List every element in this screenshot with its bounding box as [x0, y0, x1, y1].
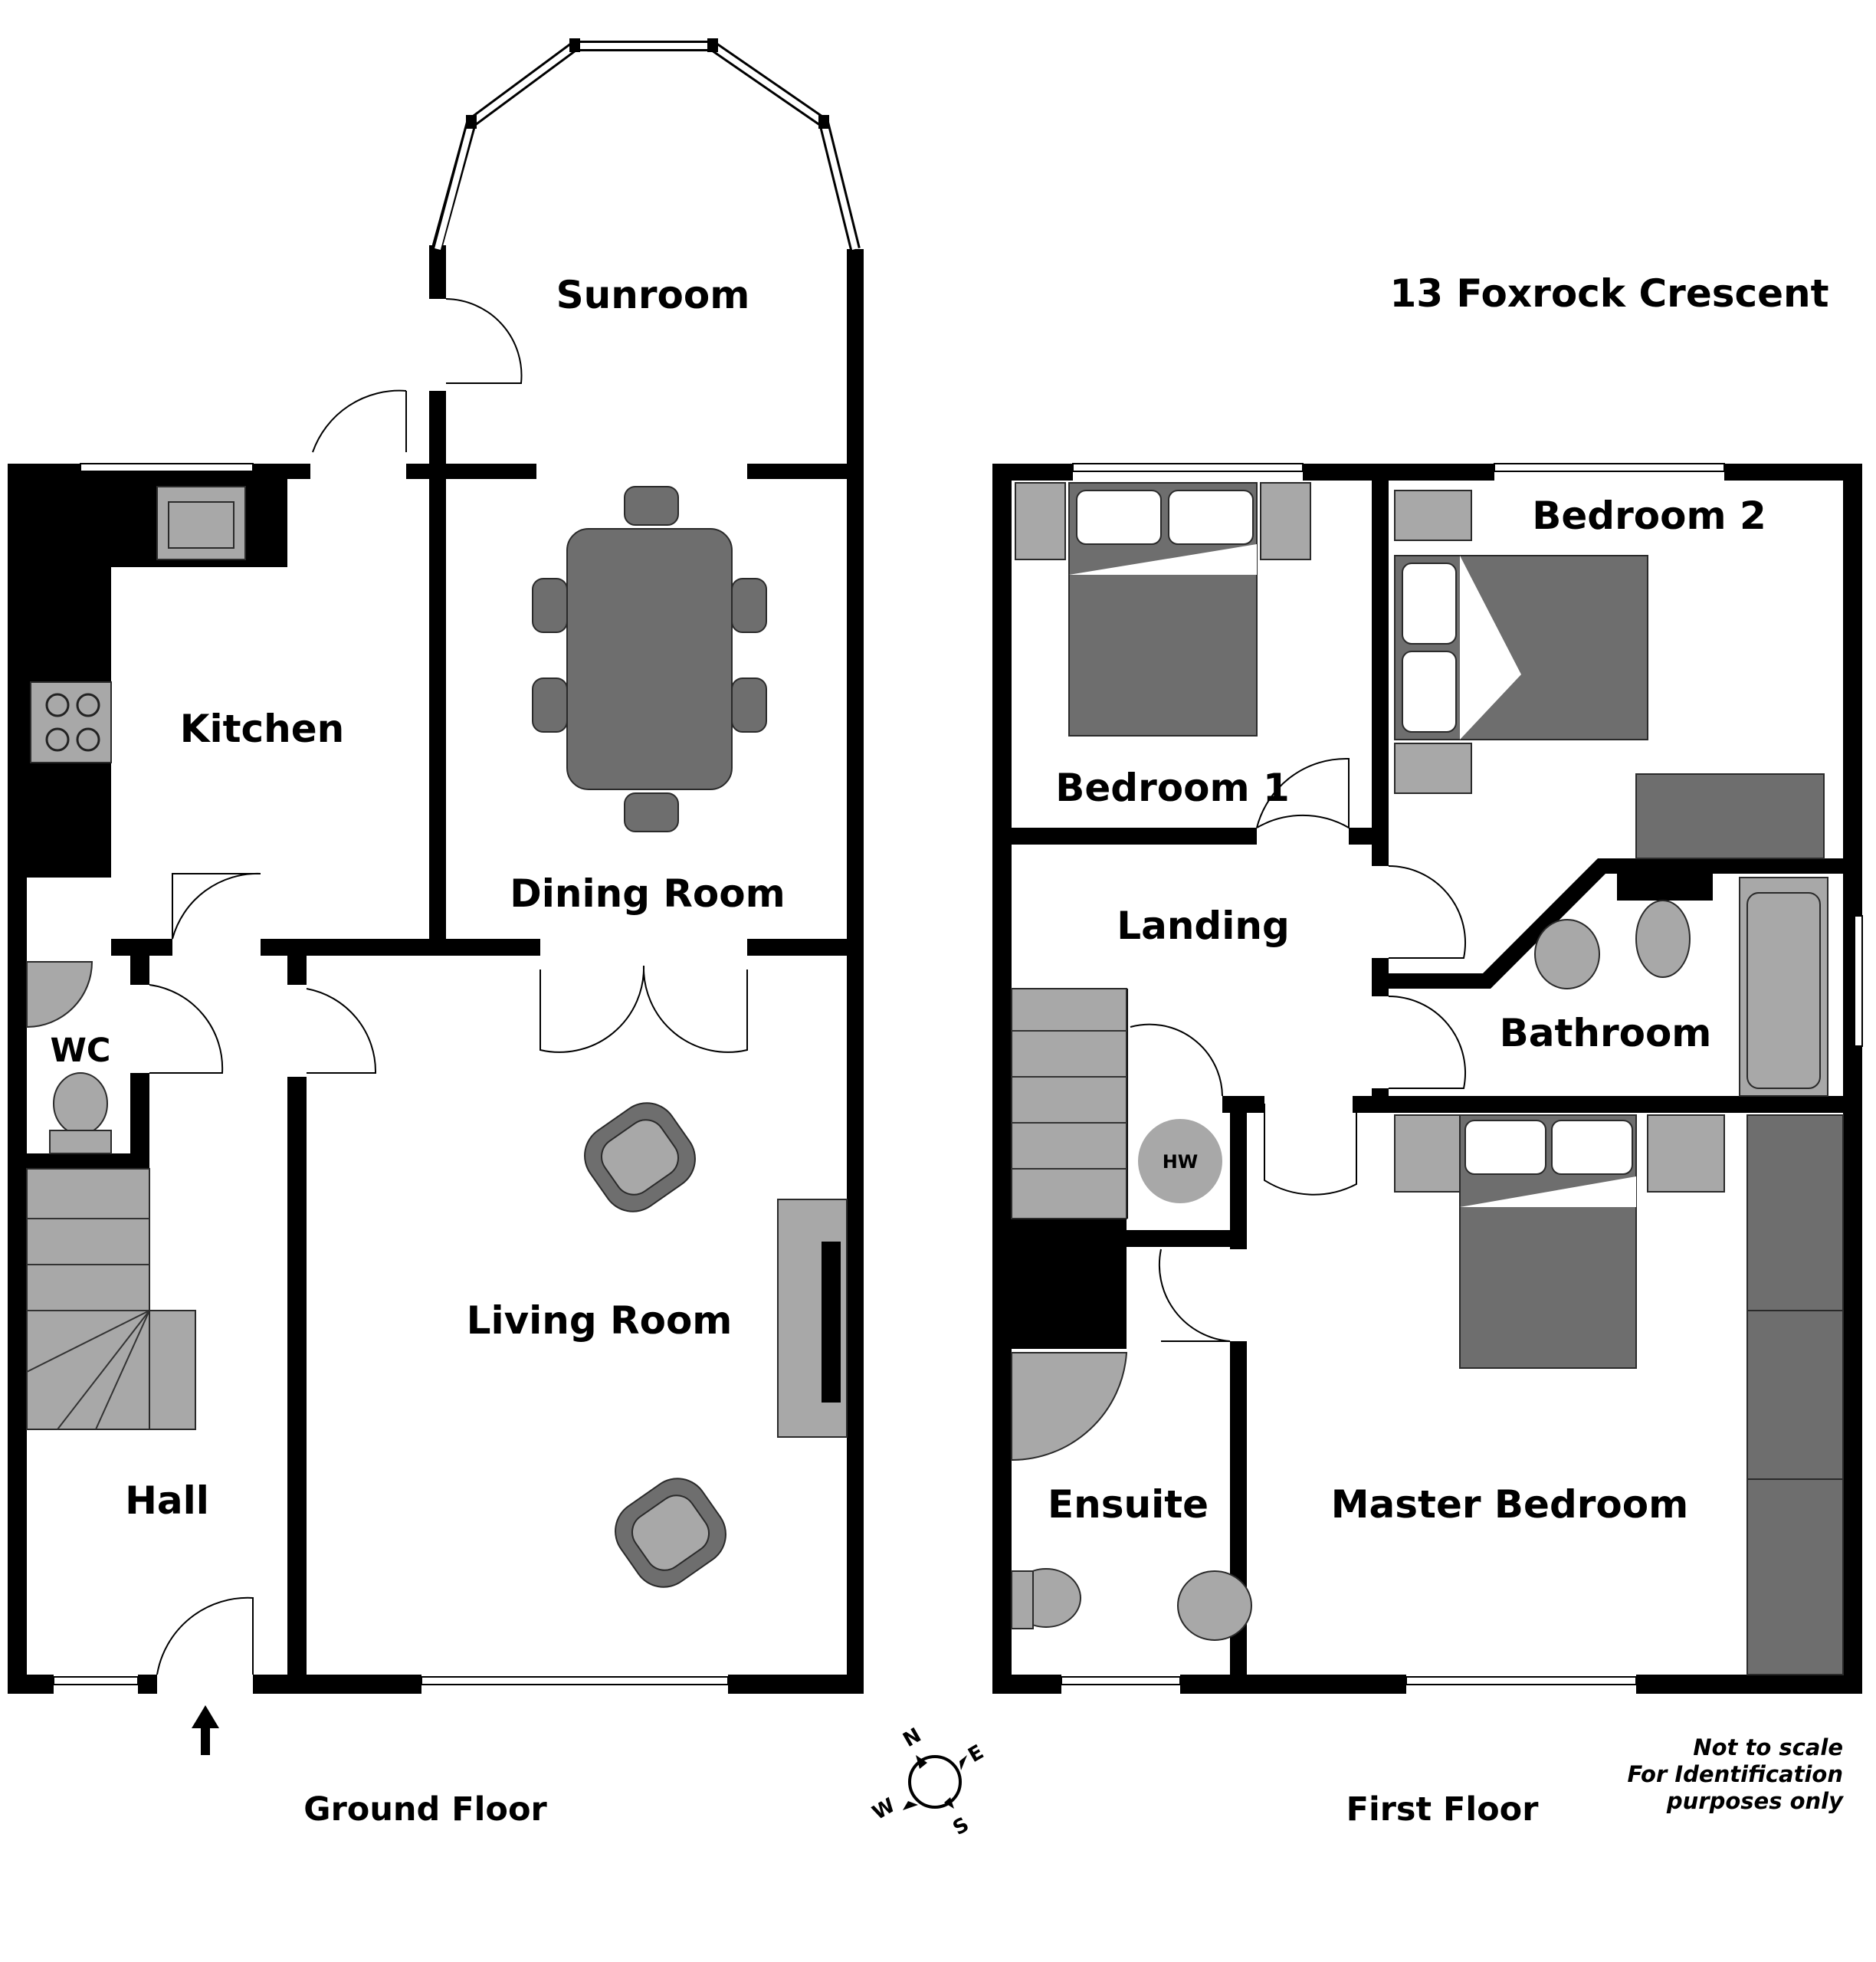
disclaimer-line-2: For Identification	[1627, 1761, 1843, 1787]
room-label-sunroom: Sunroom	[556, 273, 750, 317]
room-label-kitchen: Kitchen	[180, 707, 345, 751]
ground-floor-caption: Ground Floor	[303, 1790, 547, 1829]
disclaimer-line-1: Not to scale	[1693, 1734, 1843, 1760]
room-label-wc: WC	[51, 1032, 111, 1070]
room-label-hall: Hall	[125, 1478, 209, 1523]
room-label-bathroom: Bathroom	[1500, 1011, 1712, 1055]
room-label-living-room: Living Room	[467, 1298, 733, 1343]
room-label-dining-room: Dining Room	[510, 871, 785, 916]
compass-label-s: S	[949, 1813, 973, 1840]
first-floor-caption: First Floor	[1346, 1790, 1540, 1829]
room-label-landing: Landing	[1117, 904, 1290, 948]
ground-floor-plan	[8, 38, 864, 1755]
room-label-bedroom-1: Bedroom 1	[1055, 766, 1289, 810]
property-title: 13 Foxrock Crescent	[1389, 271, 1828, 316]
room-label-master-bedroom: Master Bedroom	[1331, 1482, 1688, 1527]
compass-label-n: N	[900, 1724, 926, 1752]
room-label-hw: HW	[1163, 1151, 1199, 1173]
first-floor-plan	[992, 463, 1863, 1694]
compass-label-w: W	[869, 1794, 900, 1825]
room-label-ensuite: Ensuite	[1048, 1482, 1209, 1527]
disclaimer-line-3: purposes only	[1666, 1788, 1844, 1814]
room-label-bedroom-2: Bedroom 2	[1532, 494, 1766, 538]
compass-rose	[903, 1755, 967, 1810]
compass-label-e: E	[965, 1741, 988, 1767]
